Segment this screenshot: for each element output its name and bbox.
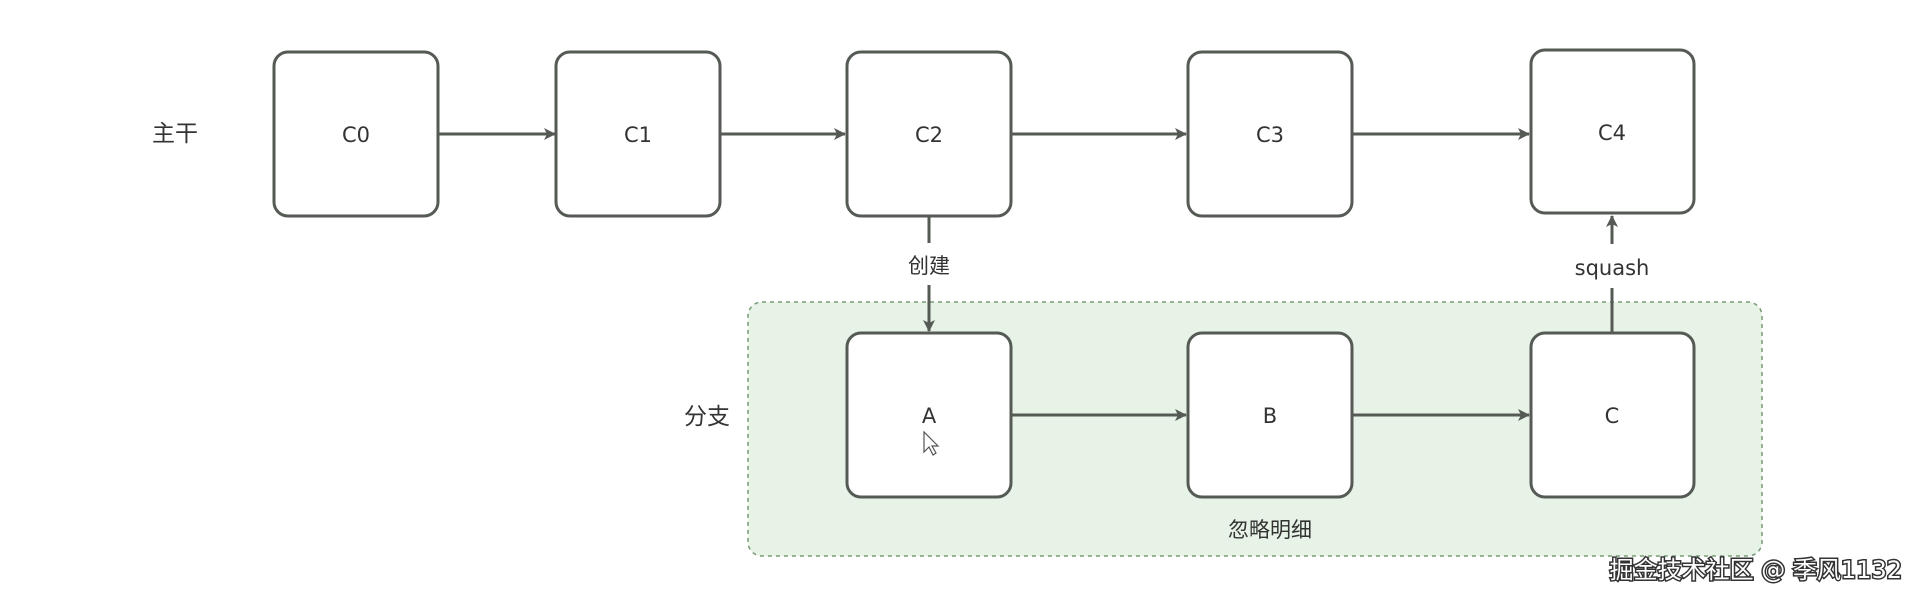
node-c1: C1 — [554, 50, 722, 218]
node-c2-label: C2 — [915, 123, 943, 147]
node-c2: C2 — [845, 50, 1013, 218]
node-c0-label: C0 — [342, 123, 370, 147]
node-c-label: C — [1605, 404, 1620, 428]
branch-lane-label: 分支 — [684, 404, 730, 430]
node-a: A — [845, 331, 1013, 499]
mouse-cursor-icon — [923, 430, 940, 456]
watermark: 掘金技术社区 @ 季风1132 — [1610, 556, 1902, 584]
node-c1-label: C1 — [624, 123, 652, 147]
node-b-label: B — [1263, 404, 1277, 428]
ignore-details-label: 忽略明细 — [1228, 518, 1312, 542]
node-c3: C3 — [1186, 50, 1354, 218]
node-c3-label: C3 — [1256, 123, 1284, 147]
node-c0: C0 — [272, 50, 440, 218]
node-a-label: A — [922, 404, 937, 428]
node-b: B — [1186, 331, 1354, 499]
node-c: C — [1529, 331, 1696, 499]
main-lane-label: 主干 — [152, 121, 198, 147]
node-c4-label: C4 — [1598, 121, 1626, 145]
squash-edge-label: squash — [1575, 256, 1650, 280]
node-c4: C4 — [1529, 48, 1696, 215]
create-edge-label: 创建 — [908, 254, 950, 278]
